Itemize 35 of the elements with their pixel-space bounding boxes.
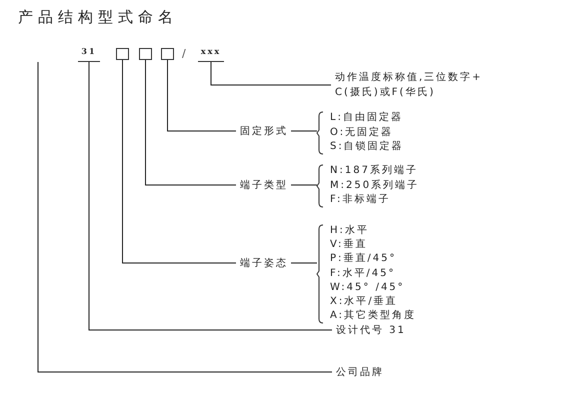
connector-line [38, 62, 332, 372]
code-box [139, 48, 152, 60]
annotation-text: 固定形式 [240, 124, 288, 138]
option-text: M:250系列端子 [330, 178, 420, 193]
connector-line [122, 60, 236, 264]
connector-line [145, 60, 236, 186]
option-text: X:水平/垂直 [330, 294, 399, 309]
code-box [116, 48, 129, 60]
option-text: O:无固定器 [330, 126, 394, 140]
annotation-text: 设计代号 31 [336, 323, 426, 337]
annotation-text: 公司品牌 [336, 365, 396, 379]
option-text: W:45° /45° [330, 280, 406, 295]
annotation-text: 端子姿态 [240, 256, 288, 270]
connector-line [290, 184, 318, 186]
annotation-text: 动作温度标称值,三位数字+C(摄氏)或F(华氏) [335, 70, 485, 100]
option-text: A:其它类型角度 [330, 308, 418, 323]
connector-line [88, 62, 332, 330]
option-text: F:非标端子 [330, 192, 392, 207]
connector-line [290, 262, 318, 264]
code-box [161, 48, 174, 60]
annotation-text: 端子类型 [240, 178, 288, 192]
separator-text: / [182, 47, 186, 60]
connector-line [290, 130, 318, 132]
title: 产品结构型式命名 [18, 8, 178, 27]
option-text: S:自锁固定器 [330, 140, 405, 154]
underlined-code: 31 [78, 46, 100, 62]
underlined-code: xxx [198, 46, 224, 62]
option-text: N:187系列端子 [330, 164, 419, 178]
option-text: V:垂直 [330, 238, 368, 252]
option-text: L:自由固定器 [330, 111, 404, 126]
connector-line [210, 62, 332, 86]
option-text: F:水平/45° [330, 266, 396, 281]
option-text: P:垂直/45° [330, 252, 398, 266]
connector-line [167, 60, 236, 132]
option-text: H:水平 [330, 224, 370, 238]
